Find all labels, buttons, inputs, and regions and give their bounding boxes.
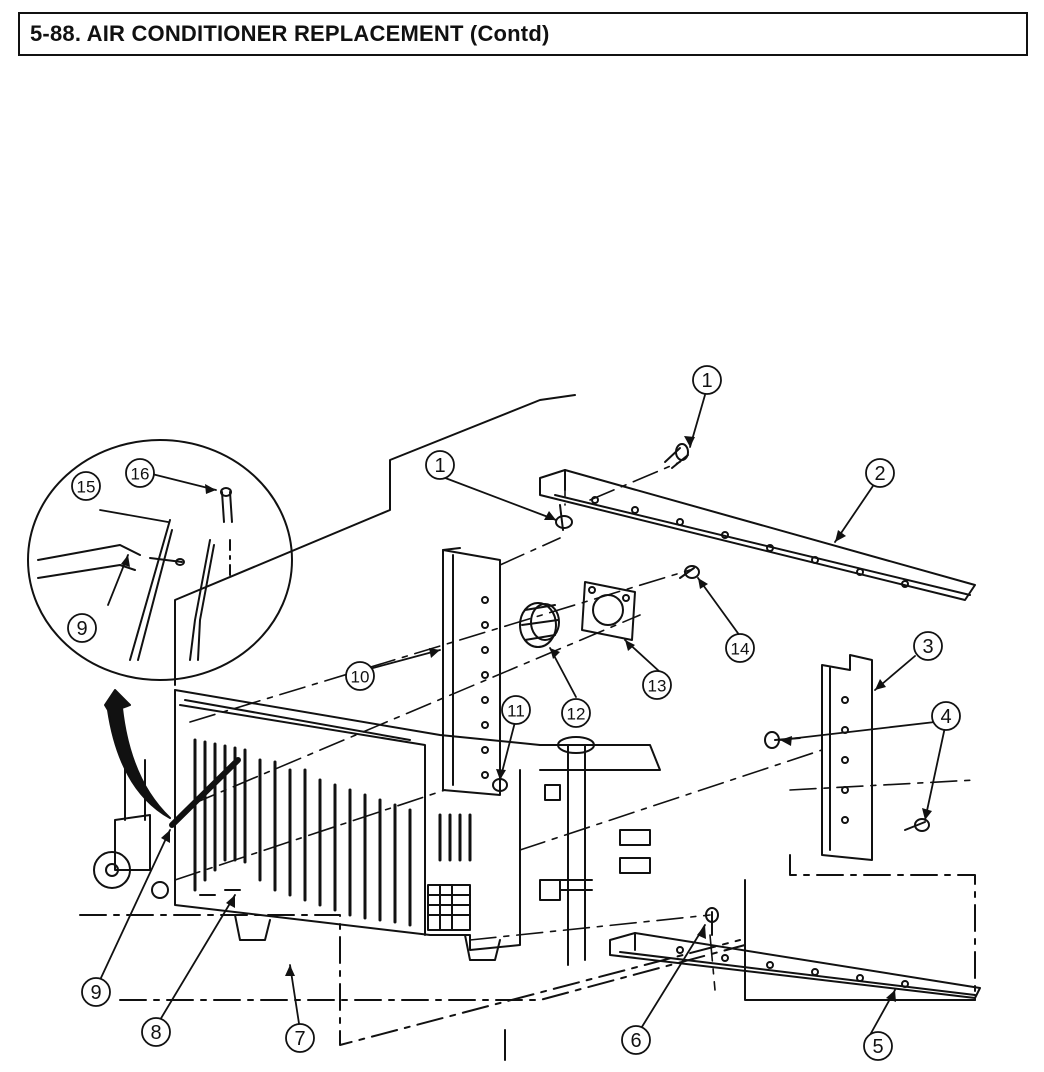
callout-13: 13 (648, 677, 667, 696)
callout-9-detail: 9 (76, 618, 87, 640)
bracket-3 (821, 654, 873, 861)
callout-11: 11 (507, 702, 525, 721)
detail-inset (27, 439, 293, 681)
callout-12: 12 (567, 705, 586, 724)
alignment-lines (174, 461, 976, 991)
section-header: 5-88. AIR CONDITIONER REPLACEMENT (Contd… (18, 12, 1028, 56)
callout-2: 2 (874, 463, 885, 485)
bracket-5 (609, 932, 981, 999)
bracket-2 (539, 469, 976, 601)
callout-14: 14 (731, 640, 750, 659)
arrowheads (121, 436, 932, 1002)
plate-13 (581, 581, 636, 641)
callout-8: 8 (150, 1022, 161, 1044)
callout-9: 9 (90, 982, 101, 1004)
callout-10: 10 (351, 668, 370, 687)
wall-outline (79, 394, 976, 1061)
callout-5: 5 (872, 1036, 883, 1058)
callout-6: 6 (630, 1030, 641, 1052)
callout-16: 16 (131, 465, 150, 484)
callout-4: 4 (940, 706, 951, 728)
callout-1-top: 1 (701, 370, 712, 392)
callout-1-left: 1 (434, 455, 445, 477)
section-title: 5-88. AIR CONDITIONER REPLACEMENT (Contd… (30, 21, 550, 46)
removal-arrow (104, 689, 171, 819)
callout-circles (67, 365, 961, 1061)
callout-7: 7 (294, 1028, 305, 1050)
pipe-assembly (93, 736, 651, 966)
bracket-10 (442, 547, 501, 796)
screws (492, 443, 930, 936)
grommet-12 (519, 602, 560, 648)
rod-9 (169, 757, 241, 828)
air-conditioner-unit (151, 689, 661, 961)
callout-3: 3 (922, 636, 933, 658)
callout-15: 15 (77, 478, 96, 497)
